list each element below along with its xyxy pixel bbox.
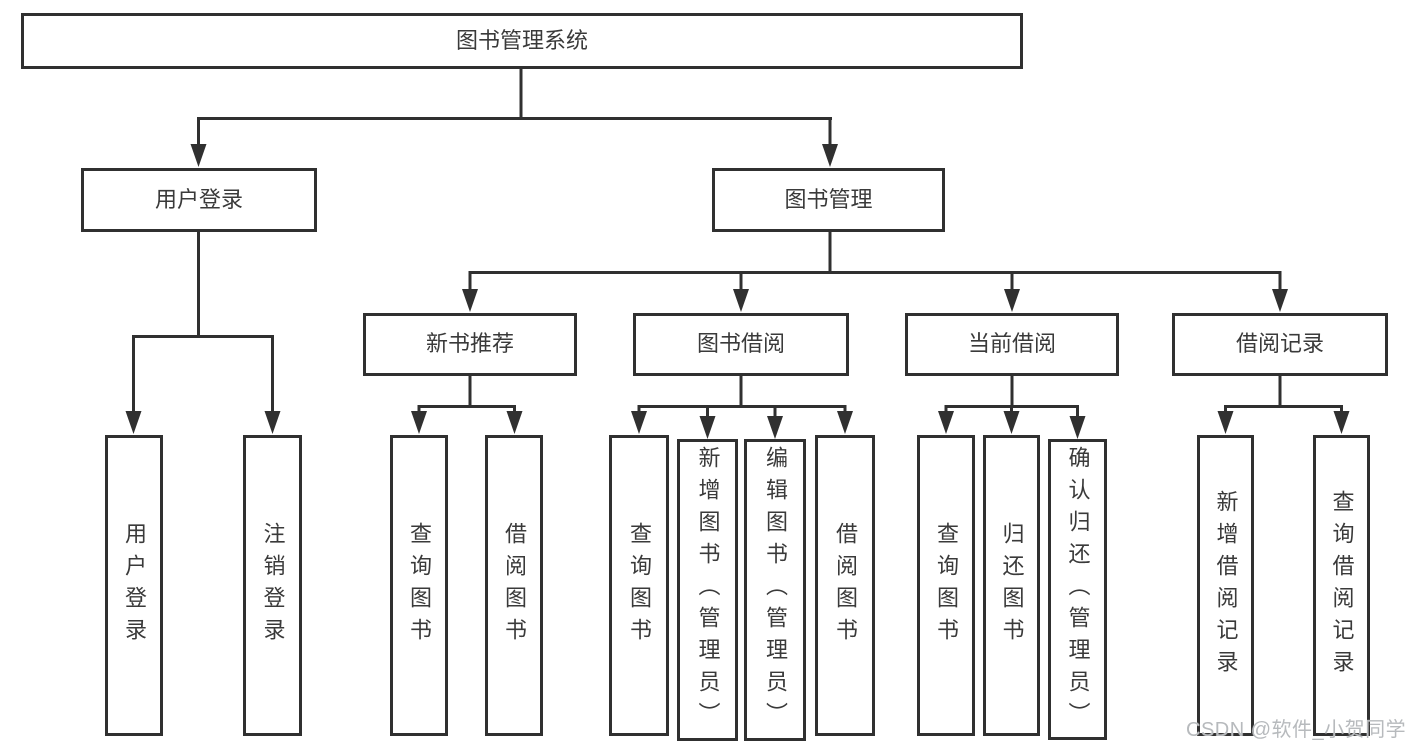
node-borrow-records-label: 借阅记录 xyxy=(1235,331,1324,357)
node-root-label: 图书管理系统 xyxy=(455,27,588,53)
node-bb-edit-book-admin: 编辑图书（管理员） xyxy=(744,439,806,741)
node-bb-add-book-admin-label: 新增图书（管理员） xyxy=(695,446,721,734)
node-cb-confirm-return-admin: 确认归还（管理员） xyxy=(1048,439,1107,740)
node-new-book-rec: 新书推荐 xyxy=(363,313,577,376)
edge-root-to-level2 xyxy=(197,69,832,147)
edge-bookborrow-to-leaves xyxy=(637,376,847,419)
node-bb-borrow-books-label: 借阅图书 xyxy=(833,521,858,650)
node-br-add-record: 新增借阅记录 xyxy=(1197,435,1254,736)
edge-borrowrecords-to-leaves xyxy=(1224,376,1343,415)
node-br-query-record: 查询借阅记录 xyxy=(1313,435,1370,736)
node-br-add-record-label: 新增借阅记录 xyxy=(1213,489,1239,682)
node-bb-borrow-books: 借阅图书 xyxy=(815,435,875,736)
node-bb-query-books-label: 查询图书 xyxy=(627,521,652,650)
edge-currentborrow-to-leaves xyxy=(944,376,1079,419)
node-br-query-record-label: 查询借阅记录 xyxy=(1329,489,1355,682)
node-cb-confirm-return-admin-label: 确认归还（管理员） xyxy=(1065,445,1091,734)
node-leaf-user-login-label: 用户登录 xyxy=(122,521,147,650)
node-rec-borrow-books-label: 借阅图书 xyxy=(502,521,527,650)
node-new-book-rec-label: 新书推荐 xyxy=(425,331,514,357)
node-cb-query-books: 查询图书 xyxy=(917,435,975,736)
node-rec-borrow-books: 借阅图书 xyxy=(485,435,543,736)
node-book-borrow: 图书借阅 xyxy=(633,313,849,376)
node-rec-query-books: 查询图书 xyxy=(390,435,448,736)
node-book-borrow-label: 图书借阅 xyxy=(696,331,785,357)
node-current-borrow-label: 当前借阅 xyxy=(967,331,1056,357)
node-leaf-user-login: 用户登录 xyxy=(105,435,163,736)
node-book-mgmt-label: 图书管理 xyxy=(784,186,873,212)
node-user-login-label: 用户登录 xyxy=(154,186,243,212)
node-leaf-logout-label: 注销登录 xyxy=(260,521,286,650)
node-cb-return-books: 归还图书 xyxy=(983,435,1040,736)
node-root: 图书管理系统 xyxy=(21,13,1023,69)
edge-newbookrec-to-leaves xyxy=(417,376,516,415)
node-cb-query-books-label: 查询图书 xyxy=(934,521,959,650)
node-bb-query-books: 查询图书 xyxy=(609,435,669,736)
node-user-login: 用户登录 xyxy=(81,168,317,232)
node-bb-edit-book-admin-label: 编辑图书（管理员） xyxy=(763,446,788,734)
node-book-mgmt: 图书管理 xyxy=(712,168,945,232)
node-rec-query-books-label: 查询图书 xyxy=(407,521,432,650)
edge-bookmgmt-to-level3 xyxy=(468,232,1282,292)
node-leaf-logout: 注销登录 xyxy=(243,435,302,736)
edge-userlogin-to-leaves xyxy=(132,232,274,414)
node-bb-add-book-admin: 新增图书（管理员） xyxy=(677,439,738,741)
node-borrow-records: 借阅记录 xyxy=(1172,313,1388,376)
csdn-watermark: CSDN @软件_小贺同学 xyxy=(1186,719,1405,741)
node-current-borrow: 当前借阅 xyxy=(905,313,1119,376)
node-cb-return-books-label: 归还图书 xyxy=(999,521,1025,650)
